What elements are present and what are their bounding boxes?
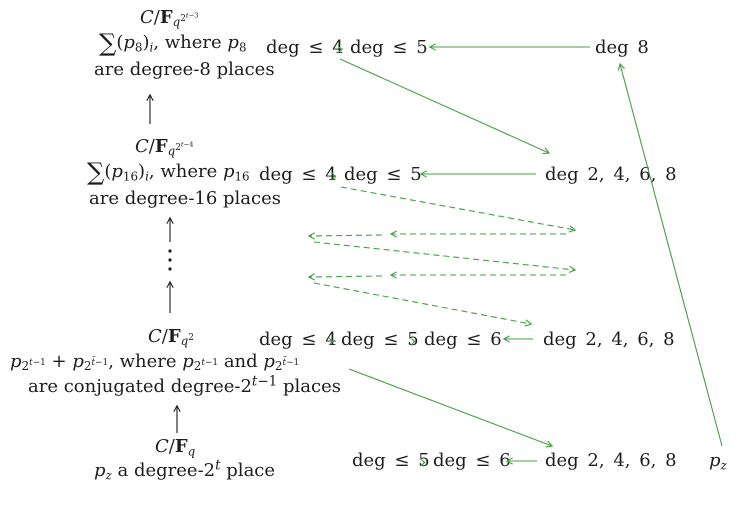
level-1-divisor: ∑(p8)i, where p8 <box>99 28 247 57</box>
row-2-bound-deg5: deg ≤ 5 <box>344 164 422 185</box>
arrow-level3-to-row4-sources <box>348 368 554 448</box>
dashed-arrow-to-row3-sources <box>313 282 533 327</box>
dashed-arrow-mid-down-right <box>313 241 577 274</box>
row-2-bound-deg4: deg ≤ 4 <box>259 164 337 185</box>
row-3-incoming-degrees: deg 2, 4, 6, 8 <box>543 329 675 350</box>
row-4-bound-deg5: deg ≤ 5 <box>352 450 430 471</box>
chevron-arrow-icon: › <box>327 330 335 352</box>
chevron-arrow-icon: › <box>409 330 417 352</box>
chevron-arrow-icon: › <box>419 451 427 473</box>
chevron-arrow-icon: › <box>336 38 344 60</box>
row-1-incoming-degrees: deg 8 <box>595 37 649 58</box>
level-2-note: are degree-16 places <box>89 188 282 209</box>
level-1-curve-label: C/Fq2t−3 <box>140 7 199 30</box>
level-4-curve-label: C/Fq <box>155 436 196 459</box>
level-1-note: are degree-8 places <box>94 59 275 80</box>
level-2-divisor: ∑(p16)i, where p16 <box>87 157 250 186</box>
row-3-bound-deg6: deg ≤ 6 <box>424 329 502 350</box>
level-3-curve-label: C/Fq2 <box>148 326 194 349</box>
vertical-dots-icon <box>168 249 172 271</box>
row-1-bound-deg5: deg ≤ 5 <box>350 37 428 58</box>
dashed-arrow-left-lower-short <box>307 273 383 281</box>
row-4-incoming-degrees: deg 2, 4, 6, 8 <box>545 450 677 471</box>
level-3-divisor: p2t−1 + p2t̃−1, where p2t−1 and p2t̃−1 <box>10 351 300 374</box>
dashed-arrow-left-upper-short <box>307 232 383 240</box>
row-3-bound-deg4: deg ≤ 4 <box>259 329 337 350</box>
dashed-arrow-row2-down-right <box>340 186 577 233</box>
row-2-incoming-degrees: deg 2, 4, 6, 8 <box>545 164 677 185</box>
level-2-curve-label: C/Fq2t−4 <box>135 136 194 159</box>
arrow-row1-deg4-to-row2-sources <box>339 58 551 155</box>
level-4-divisor: pz a degree-2t place <box>94 457 276 483</box>
row-4-bound-deg6: deg ≤ 6 <box>433 450 511 471</box>
arrow-pz-to-deg8 <box>617 62 723 447</box>
row-3-bound-deg5: deg ≤ 5 <box>341 329 419 350</box>
pz-place-label: pz <box>709 450 727 473</box>
chevron-arrow-icon: › <box>330 165 338 187</box>
row-1-bound-deg4: deg ≤ 4 <box>266 37 344 58</box>
level-3-note: are conjugated degree-2t−1 places <box>28 373 341 398</box>
